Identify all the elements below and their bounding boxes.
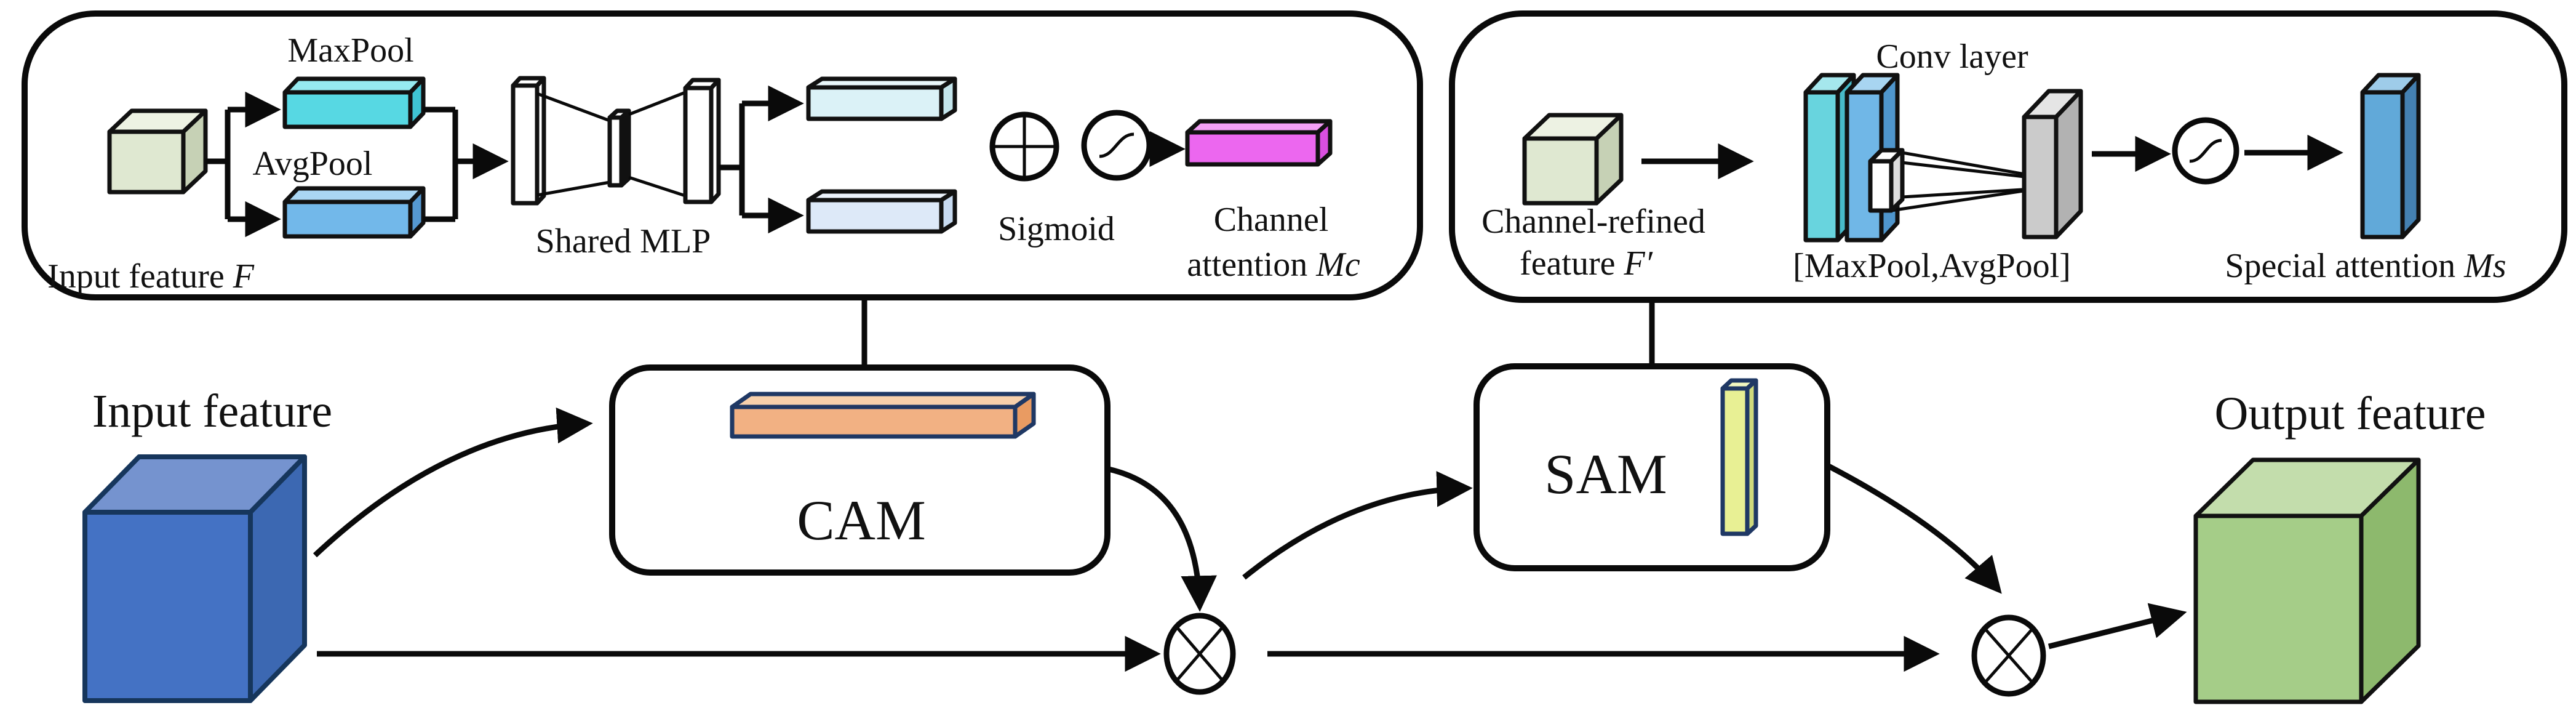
maxpool-bar <box>282 76 426 129</box>
multiply-icon-1 <box>1163 613 1236 695</box>
spatial-attention-slab <box>2360 73 2421 239</box>
multiply-icon-2 <box>1971 614 2046 697</box>
conv-kernel-box <box>1868 148 2051 213</box>
arrow-sam-to-multiply2 <box>1827 464 2002 594</box>
sam-spatial-bar <box>1720 378 1758 536</box>
output-feature-label: Output feature <box>2214 388 2486 440</box>
mlp-avg-output-bar <box>806 189 957 234</box>
avgpool-bar <box>282 186 426 239</box>
mlp-output-split-lines <box>719 85 804 234</box>
arrow-multiply1-to-sam <box>1242 471 1473 580</box>
arrow-input-to-cam <box>313 407 593 558</box>
input-feature-label: Input feature <box>92 385 332 437</box>
maxpool-label: MaxPool <box>287 31 413 70</box>
input-feature-cube <box>82 454 307 703</box>
conv-layer-label: Conv layer <box>1876 38 2028 76</box>
sigmoid-label: Sigmoid <box>998 210 1115 248</box>
channel-attention-label-line1: Channel <box>1214 201 1329 239</box>
avgpool-label: AvgPool <box>253 145 373 183</box>
sam-label: SAM <box>1544 443 1667 505</box>
channel-refined-label-line1: Channel-refined <box>1481 203 1705 241</box>
input-feature-f-cube <box>107 108 208 195</box>
sigmoid-icon <box>1081 110 1152 181</box>
sam-detail-box <box>1449 10 2567 303</box>
elementwise-sum-icon <box>989 111 1059 182</box>
channel-refined-cube <box>1522 113 1624 206</box>
mlp-max-output-bar <box>806 76 957 121</box>
mlp-input-join-lines <box>423 107 509 222</box>
cam-label: CAM <box>797 489 926 552</box>
output-feature-cube <box>2193 457 2421 704</box>
sigmoid-icon-2 <box>2172 117 2239 185</box>
channel-attention-bar <box>1185 119 1333 167</box>
arrow-multiply2-to-output <box>2048 603 2187 650</box>
arrow-cam-to-multiply1 <box>1107 466 1217 612</box>
shared-mlp-icon <box>511 76 721 206</box>
shared-mlp-label: Shared MLP <box>536 222 711 260</box>
pooled-gray-slab <box>2022 89 2083 239</box>
pool-branch-lines <box>205 91 281 238</box>
cam-channel-bar <box>730 392 1036 439</box>
pool-concat-label: [MaxPool,AvgPool] <box>1793 247 2071 285</box>
